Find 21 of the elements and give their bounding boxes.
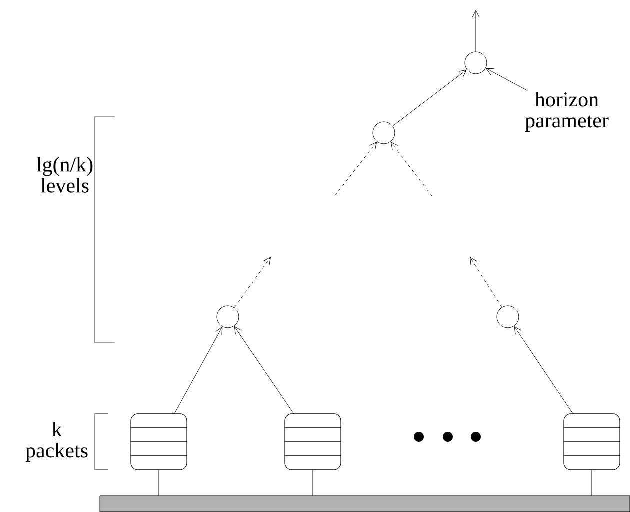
- arrow: [174, 327, 223, 414]
- arrow: [392, 70, 467, 126]
- arrow: [234, 257, 271, 308]
- text-label: lg(n/k) levels: [36, 157, 93, 193]
- packet-queue: [563, 414, 621, 470]
- arrow: [234, 326, 294, 414]
- node-circle: [464, 52, 488, 74]
- node-circle: [216, 306, 240, 328]
- arrow: [486, 68, 528, 92]
- node-circle: [496, 306, 520, 328]
- node-circle: [372, 122, 396, 144]
- arrow: [472, 10, 480, 52]
- packet-queue: [284, 414, 342, 470]
- arrow: [334, 142, 377, 196]
- arrow: [470, 257, 502, 308]
- arrow: [514, 326, 574, 414]
- text-label: horizon parameter: [525, 92, 609, 132]
- arrow: [390, 142, 432, 196]
- bus-bar: [100, 496, 630, 512]
- packet-queue: [130, 414, 188, 470]
- text-label: k packets: [26, 422, 88, 462]
